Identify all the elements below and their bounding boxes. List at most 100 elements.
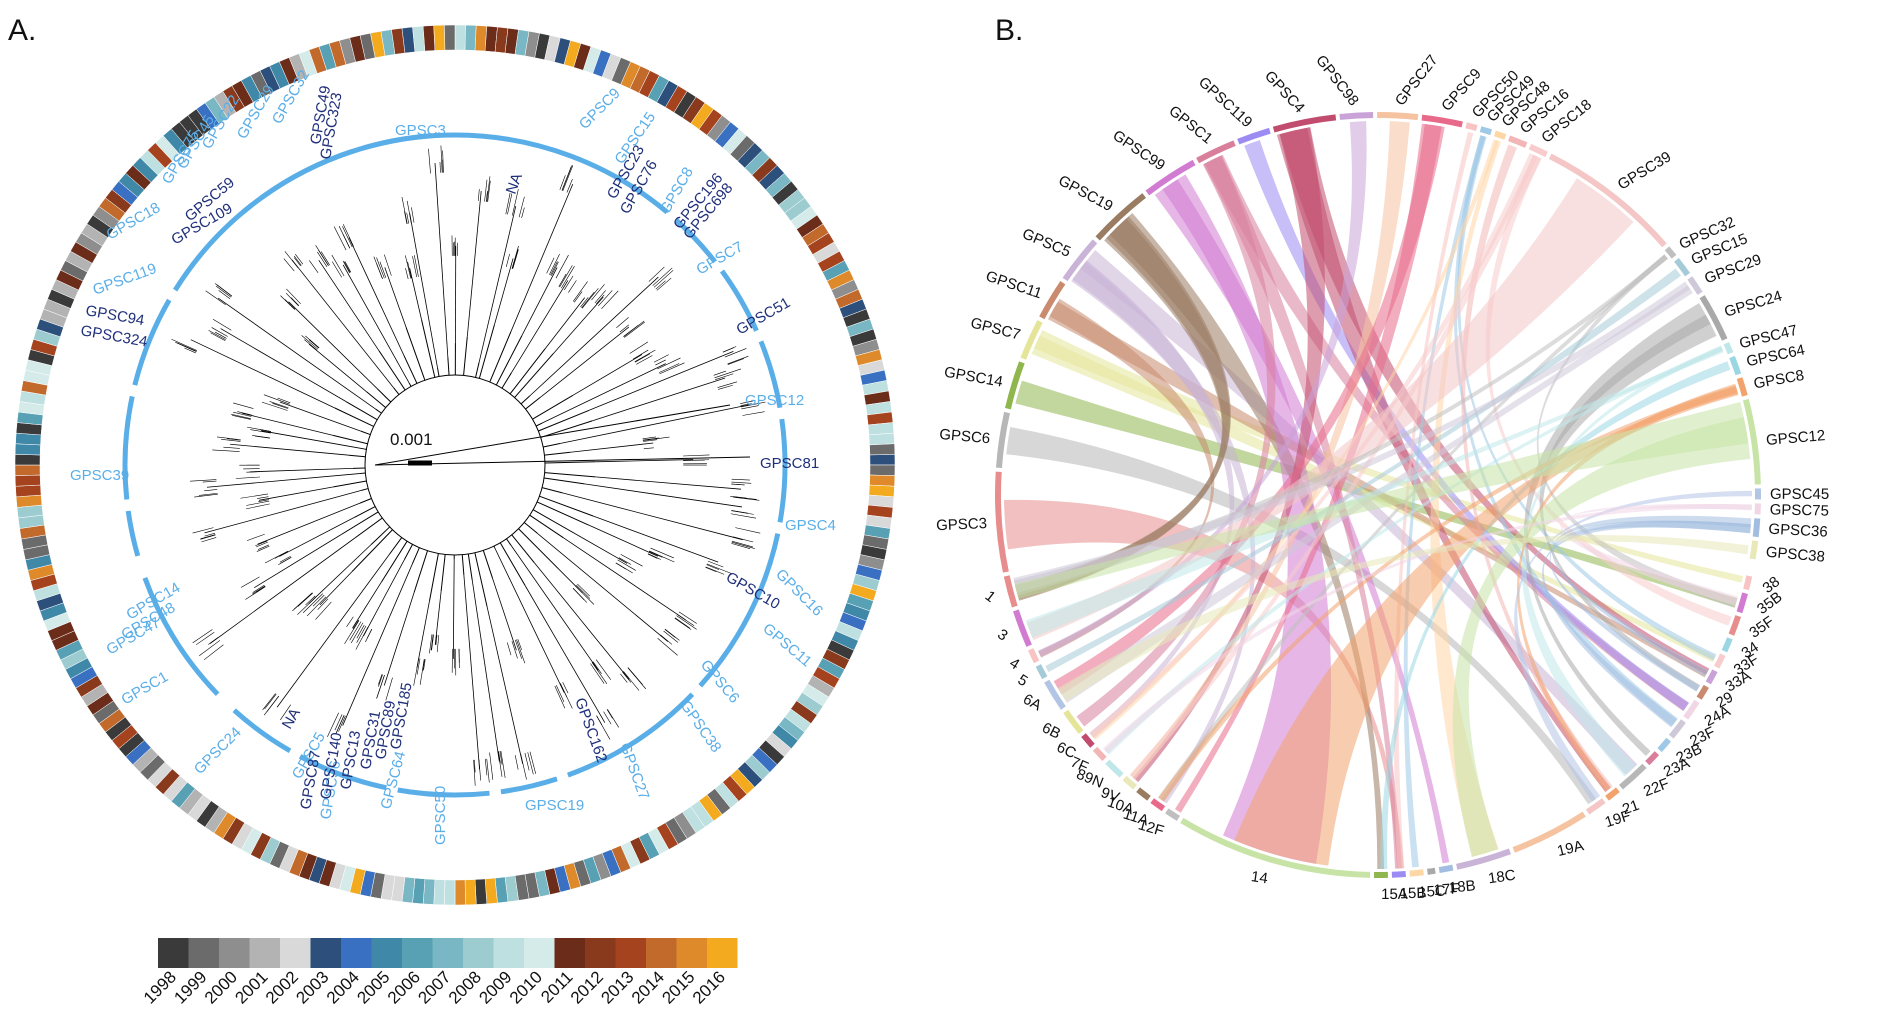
serotype-sector-arc [1438,864,1454,874]
tree-branch [521,267,558,336]
clade-label: GPSC27 [616,741,652,802]
gpsc-sector-arc [1508,135,1528,148]
year-ring-segment [15,494,43,508]
tree-branch [478,205,517,363]
serotype-sector-arc [1645,751,1660,766]
gpsc-sector-label: GPSC19 [1056,172,1116,215]
tree-tip [246,533,265,541]
serotype-sector-arc [1456,848,1512,870]
serotype-sector-arc [1122,775,1137,790]
tree-branch [257,502,361,545]
tree-tip [592,661,602,674]
tree-branch [332,434,368,445]
tree-branch [429,553,439,601]
tree-branch [544,451,571,456]
tree-tip [284,299,296,310]
tree-tip [350,622,364,644]
clade-label: GPSC16 [772,566,826,620]
tree-tip [676,615,697,630]
tree-branch [384,267,407,328]
gpsc-sector-arc [1272,114,1337,133]
clade-arc [567,692,695,778]
tree-tip [477,189,480,201]
serotype-sector-label: 11A [1121,805,1151,829]
tree-tip [731,481,752,484]
year-ring-segment [454,24,466,51]
serotype-sector-arc [1705,669,1718,685]
tree-branch [532,394,574,420]
tree-tip [620,554,643,567]
gpsc-sector-arc [1465,122,1478,131]
tree-tip [647,553,658,559]
gpsc-sector-arc [1548,153,1667,248]
tree-branch [345,401,378,421]
tree-branch [501,372,512,389]
tree-tip [356,625,367,643]
gpsc-sector-arc [1749,540,1759,560]
year-ring-segment [433,879,446,906]
gpsc-sector-label: GPSC36 [1768,521,1828,541]
tree-tip [741,405,759,410]
tree-branch [463,336,468,376]
year-legend-label: 2016 [689,967,729,1007]
chord-ribbon [1542,520,1751,728]
gpsc-sector-arc [1339,112,1374,120]
tree-tip [514,639,523,659]
serotype-sector-label: 7F [1068,754,1091,777]
tree-tip [511,640,518,659]
tree-tip [550,261,558,276]
clade-arc [363,133,433,151]
tree-tip [629,341,649,354]
tree-tip [305,335,320,349]
tree-tip [733,536,754,543]
serotype-sector-arc [1081,733,1095,748]
tree-branch [538,409,590,432]
tree-branch [190,339,336,409]
year-legend-label: 2010 [506,967,546,1007]
tree-tip [264,550,289,564]
chord-ribbon [1013,281,1691,594]
serotype-sector-arc [1165,808,1181,821]
chord-ribbon [1057,535,1749,702]
tree-branch [524,585,606,723]
gpsc-sector-arc [1062,239,1098,282]
tree-tip [663,630,679,643]
tree-tip [317,598,329,610]
tree-tip [559,175,566,190]
gpsc-sector-arc [1729,355,1742,376]
serotype-sector-label: 5 [1015,671,1031,690]
clade-label: GPSC4 [785,517,836,534]
tree-tip [406,200,412,224]
tree-branch [405,326,426,381]
tree-tip [237,411,252,416]
tree-branch [595,459,694,463]
tree-branch [494,547,565,693]
year-ring-segment [474,878,488,905]
tree-tip [474,759,476,773]
tree-tip [561,266,575,289]
tree-branch [393,387,400,395]
gpsc-sector-arc [1377,112,1419,121]
chord-ribbon [1430,140,1501,857]
clade-label: GPSC38 [677,698,725,756]
tree-branch [360,430,371,436]
serotype-sector-arc [1714,653,1726,669]
tree-branch [403,544,413,560]
tree-tip [436,635,440,653]
clade-arc [719,269,759,332]
tree-tip [727,355,749,365]
year-legend: 1998199920002001200220032004200520062007… [140,938,738,1008]
tree-branch [495,335,523,386]
tree-tip [514,755,519,770]
year-ring-segment [15,484,42,498]
tree-tip [735,527,761,534]
tree-tip [293,255,302,266]
year-legend-swatch [707,938,738,968]
year-legend-swatch [493,938,524,968]
tree-tip [489,752,494,780]
tree-branch [209,537,356,644]
year-legend-swatch [524,938,555,968]
tree-tip [258,499,270,502]
serotype-sector-arc [1044,679,1066,710]
tree-tip [194,493,218,498]
